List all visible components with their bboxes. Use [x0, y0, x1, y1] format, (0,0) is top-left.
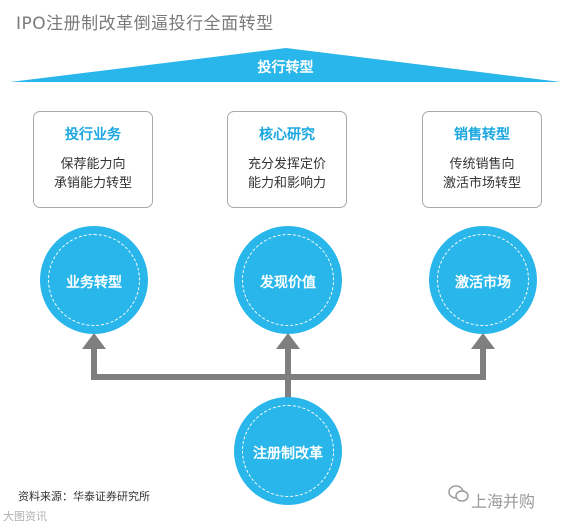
circle-label: 激活市场 — [455, 275, 511, 291]
circle-label: 发现价值 — [260, 275, 316, 291]
dashed-ring — [437, 234, 529, 326]
source-note: 资料来源：华泰证券研究所 — [18, 490, 150, 503]
watermark-left: 大图资讯 — [3, 510, 47, 523]
roof-banner — [10, 48, 561, 82]
circle-label: 注册制改革 — [253, 446, 323, 462]
card-investment-banking: 投行业务 保荐能力向 承销能力转型 — [33, 111, 153, 208]
card-title: 核心研究 — [259, 127, 315, 143]
circle-registration-reform: 注册制改革 — [234, 397, 342, 505]
circle-discover-value: 发现价值 — [234, 226, 342, 334]
wechat-icon — [448, 485, 469, 502]
dashed-ring — [242, 234, 334, 326]
card-sales: 销售转型 传统销售向 激活市场转型 — [422, 111, 542, 208]
card-title: 销售转型 — [454, 127, 510, 143]
card-description: 传统销售向 激活市场转型 — [442, 157, 521, 191]
card-core-research: 核心研究 充分发挥定价 能力和影响力 — [227, 111, 347, 208]
card-description: 保荐能力向 承销能力转型 — [53, 157, 132, 191]
circle-label: 业务转型 — [66, 275, 122, 291]
circle-activate-market: 激活市场 — [429, 226, 537, 334]
diagram-title: IPO注册制改革倒逼投行全面转型 — [16, 14, 274, 34]
roof-label: 投行转型 — [257, 60, 314, 76]
watermark-right: 上海并购 — [471, 492, 536, 511]
dashed-ring — [48, 234, 140, 326]
card-description: 充分发挥定价 能力和影响力 — [247, 157, 326, 191]
card-title: 投行业务 — [65, 127, 121, 143]
dashed-ring — [242, 405, 334, 497]
circle-business-transform: 业务转型 — [40, 226, 148, 334]
